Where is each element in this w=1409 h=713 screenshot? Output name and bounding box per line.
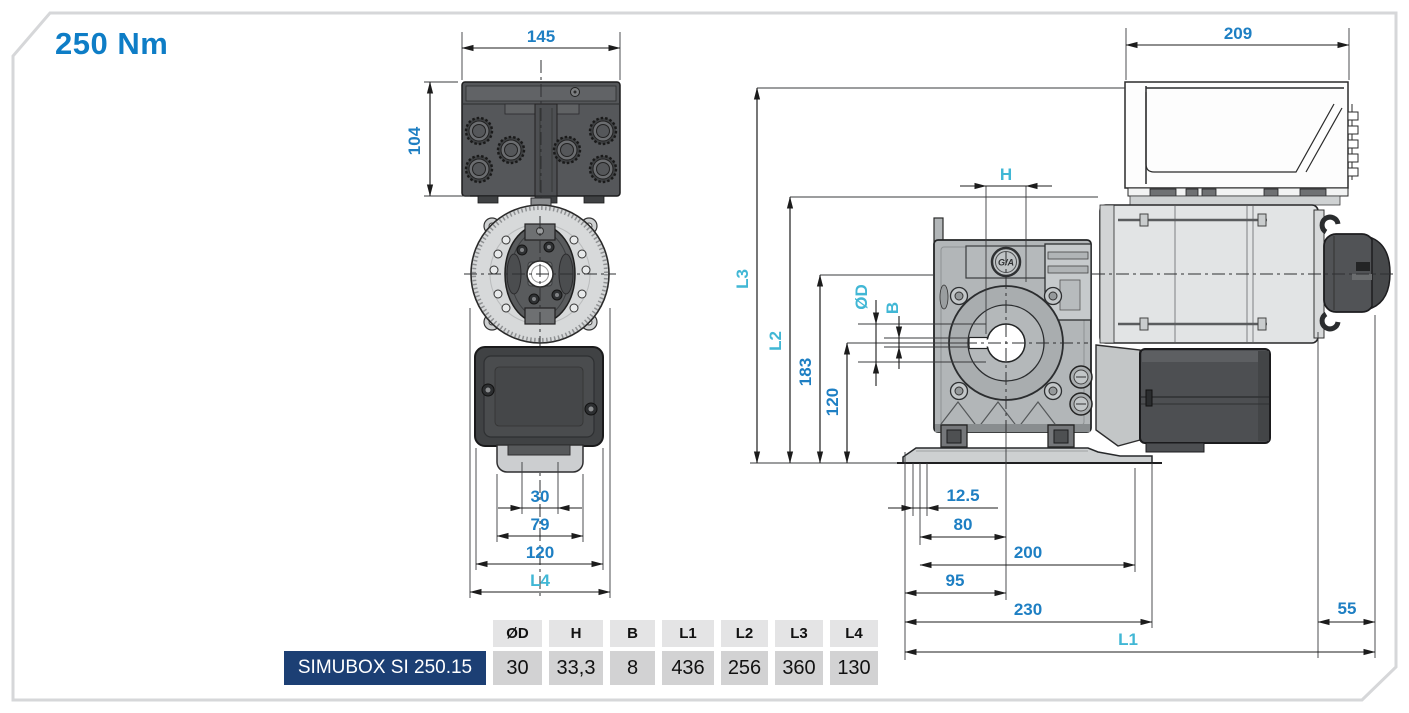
dim-label-L2: L2	[766, 331, 785, 351]
dim-label-145: 145	[527, 27, 555, 46]
value-H: 33,3	[549, 651, 603, 685]
col-header-B: B	[610, 620, 655, 647]
value-L4: 130	[830, 651, 878, 685]
dim-label-209: 209	[1224, 24, 1252, 43]
dim-label-L3: L3	[733, 269, 752, 289]
value-B: 8	[610, 651, 655, 685]
hub-bolts	[949, 286, 1063, 401]
model-label: SIMUBOX SI 250.15	[284, 651, 486, 685]
dim-label-120-right: 120	[823, 388, 842, 416]
col-header-L3: L3	[775, 620, 823, 647]
spec-table-row: SIMUBOX SI 250.15 30 33,3 8 436 256 360 …	[284, 651, 878, 685]
right-terminal-box	[1124, 81, 1359, 206]
dim-label-230: 230	[1014, 600, 1042, 619]
hub-screws	[516, 241, 563, 305]
col-header-L2: L2	[721, 620, 768, 647]
fan-cover	[1323, 233, 1375, 313]
right-brake-box	[1095, 344, 1271, 453]
dim-label-104: 104	[405, 126, 424, 155]
col-header-L4: L4	[830, 620, 878, 647]
spec-table: ØD H B L1 L2 L3 L4 SIMUBOX SI 250.15 30 …	[284, 620, 878, 685]
value-L3: 360	[775, 651, 823, 685]
dim-label-55: 55	[1338, 599, 1357, 618]
dim-label-B: B	[883, 302, 902, 314]
right-motor	[1092, 204, 1396, 344]
dim-box-width: 209	[1125, 24, 1350, 80]
col-header-OD: ØD	[493, 620, 542, 647]
dim-label-12-5: 12.5	[946, 486, 979, 505]
lifting-hook-bottom	[1319, 311, 1341, 332]
dim-label-200: 200	[1014, 543, 1042, 562]
left-lower-box	[474, 346, 604, 473]
left-top-view	[461, 60, 621, 212]
dim-label-80: 80	[954, 515, 973, 534]
dim-label-183: 183	[796, 358, 815, 386]
dim-label-79: 79	[531, 515, 550, 534]
page-border	[11, 11, 1398, 702]
dim-label-H: H	[1000, 165, 1012, 184]
left-bottom-dims: 30 79 120 L4	[469, 308, 611, 598]
spec-table-header: ØD H B L1 L2 L3 L4	[493, 620, 878, 647]
page-title: 250 Nm	[55, 26, 169, 61]
dim-label-L4: L4	[530, 571, 550, 590]
dim-label-OD: ØD	[852, 284, 871, 310]
right-gearbox-body: G/A	[933, 217, 1093, 448]
dim-left-width: 145	[461, 27, 621, 80]
right-base-plate	[897, 447, 1162, 464]
lifting-hook-top	[1319, 214, 1341, 235]
dim-label-120-left: 120	[526, 543, 554, 562]
dim-label-30: 30	[531, 487, 550, 506]
dim-label-L1: L1	[1118, 630, 1138, 649]
left-front-view	[464, 197, 616, 600]
cable-glands	[464, 116, 618, 184]
dim-left-height: 104	[405, 81, 470, 197]
col-header-H: H	[549, 620, 603, 647]
value-L2: 256	[721, 651, 768, 685]
value-L1: 436	[662, 651, 714, 685]
oil-plugs	[1069, 365, 1093, 416]
right-dims: L3 L2 183 120 H ØD	[733, 87, 1376, 660]
dim-label-95: 95	[946, 571, 965, 590]
value-OD: 30	[493, 651, 542, 685]
col-header-L1: L1	[662, 620, 714, 647]
